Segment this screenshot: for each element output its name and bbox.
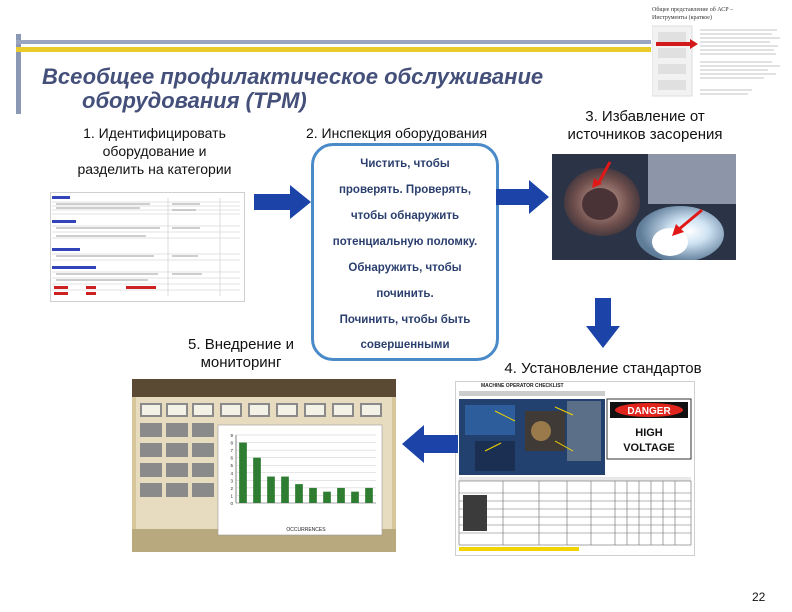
step5-label: 5. Внедрение и мониторинг xyxy=(166,336,316,372)
step5-line2: мониторинг xyxy=(200,354,282,371)
chart-bar xyxy=(295,484,303,503)
step3-line2: источников засорения xyxy=(567,126,723,143)
step4-line1: 4. Установление стандартов xyxy=(504,360,702,377)
step4-label: 4. Установление стандартов xyxy=(468,360,738,378)
chart-bar xyxy=(351,491,359,503)
chart-bar xyxy=(281,476,289,503)
left-accent-bar xyxy=(16,34,21,114)
chart-x-axis-label: OCCURRENCES xyxy=(286,527,326,533)
high-word: HIGH xyxy=(635,427,663,439)
arrow-step2-to-step3 xyxy=(496,180,549,214)
slide-title-line1: Всеобщее профилактическое обслуживание xyxy=(42,64,544,89)
inspection-line-2: проверять. Проверять, xyxy=(338,184,472,196)
corner-title: Общее представление об АСР – Инструменты… xyxy=(652,6,786,22)
top-gray-rule xyxy=(16,40,651,44)
slide-title: Всеобщее профилактическое обслуживание о… xyxy=(42,65,662,113)
contamination-photo xyxy=(552,154,736,260)
chart-y-tick-label: 6 xyxy=(230,456,233,461)
chart-bar xyxy=(323,491,331,503)
chart-bar xyxy=(267,476,275,503)
chart-bar xyxy=(239,442,247,503)
step1-label: 1. Идентифицировать оборудование и разде… xyxy=(52,124,257,178)
equipment-form-thumbnail xyxy=(50,192,245,302)
step2-label: 2. Инспекция оборудования xyxy=(264,124,529,142)
inspection-line-8: совершенными xyxy=(360,339,450,351)
chart-bar xyxy=(365,487,373,503)
step1-line2: оборудование и xyxy=(102,143,207,159)
chart-bar xyxy=(309,487,317,503)
chart-bar xyxy=(337,487,345,503)
voltage-word: VOLTAGE xyxy=(623,442,675,454)
chart-y-tick-label: 7 xyxy=(230,448,233,453)
top-yellow-rule xyxy=(16,47,651,52)
inspection-line-5: Обнаружить, чтобы xyxy=(348,262,462,274)
chart-y-tick-label: 1 xyxy=(230,493,233,498)
inspection-line-7: Починить, чтобы быть xyxy=(339,314,471,326)
chart-y-tick-label: 8 xyxy=(230,441,233,446)
step5-line1: 5. Внедрение и xyxy=(188,336,294,353)
danger-word: DANGER xyxy=(627,406,671,417)
chart-bar xyxy=(253,457,261,503)
step2-line1: 2. Инспекция оборудования xyxy=(305,125,488,141)
chart-y-tick-label: 3 xyxy=(230,478,233,483)
chart-y-tick-label: 4 xyxy=(230,471,233,476)
page-number: 22 xyxy=(752,590,766,604)
slide-title-line2: оборудования (TPM) xyxy=(82,88,307,113)
corner-thumbnail-graphic xyxy=(652,25,780,97)
corner-title-line1: Общее представление об АСР – xyxy=(652,7,734,13)
corner-reference-thumbnail: Общее представление об АСР – Инструменты… xyxy=(652,6,788,102)
inspection-cycle-box: Чистить, чтобы проверять. Проверять, что… xyxy=(311,143,499,361)
inspection-line-3: чтобы обнаружить xyxy=(350,210,460,222)
checklist-header: MACHINE OPERATOR CHECKLIST xyxy=(481,383,564,389)
inspection-line-1: Чистить, чтобы xyxy=(360,158,450,170)
arrow-step3-to-step4 xyxy=(586,298,620,348)
arrow-step1-to-step2 xyxy=(254,185,311,219)
step1-line1: 1. Идентифицировать xyxy=(83,125,226,141)
step3-line1: 3. Избавление от xyxy=(585,108,705,125)
chart-y-tick-label: 0 xyxy=(230,501,233,506)
step1-line3: разделить на категории xyxy=(77,161,232,177)
chart-y-tick-label: 9 xyxy=(230,433,233,438)
inspection-line-6: починить. xyxy=(376,288,434,300)
corner-title-line2: Инструменты (краткое) xyxy=(652,15,712,21)
chart-y-tick-label: 5 xyxy=(230,463,233,468)
operator-checklist-thumbnail: MACHINE OPERATOR CHECKLIST DANGER HIGH V… xyxy=(455,381,695,556)
step3-label: 3. Избавление от источников засорения xyxy=(545,108,745,144)
inspection-line-4: потенциальную поломку. xyxy=(332,236,478,248)
arrow-step4-to-step5 xyxy=(402,425,458,463)
chart-y-tick-label: 2 xyxy=(230,486,233,491)
